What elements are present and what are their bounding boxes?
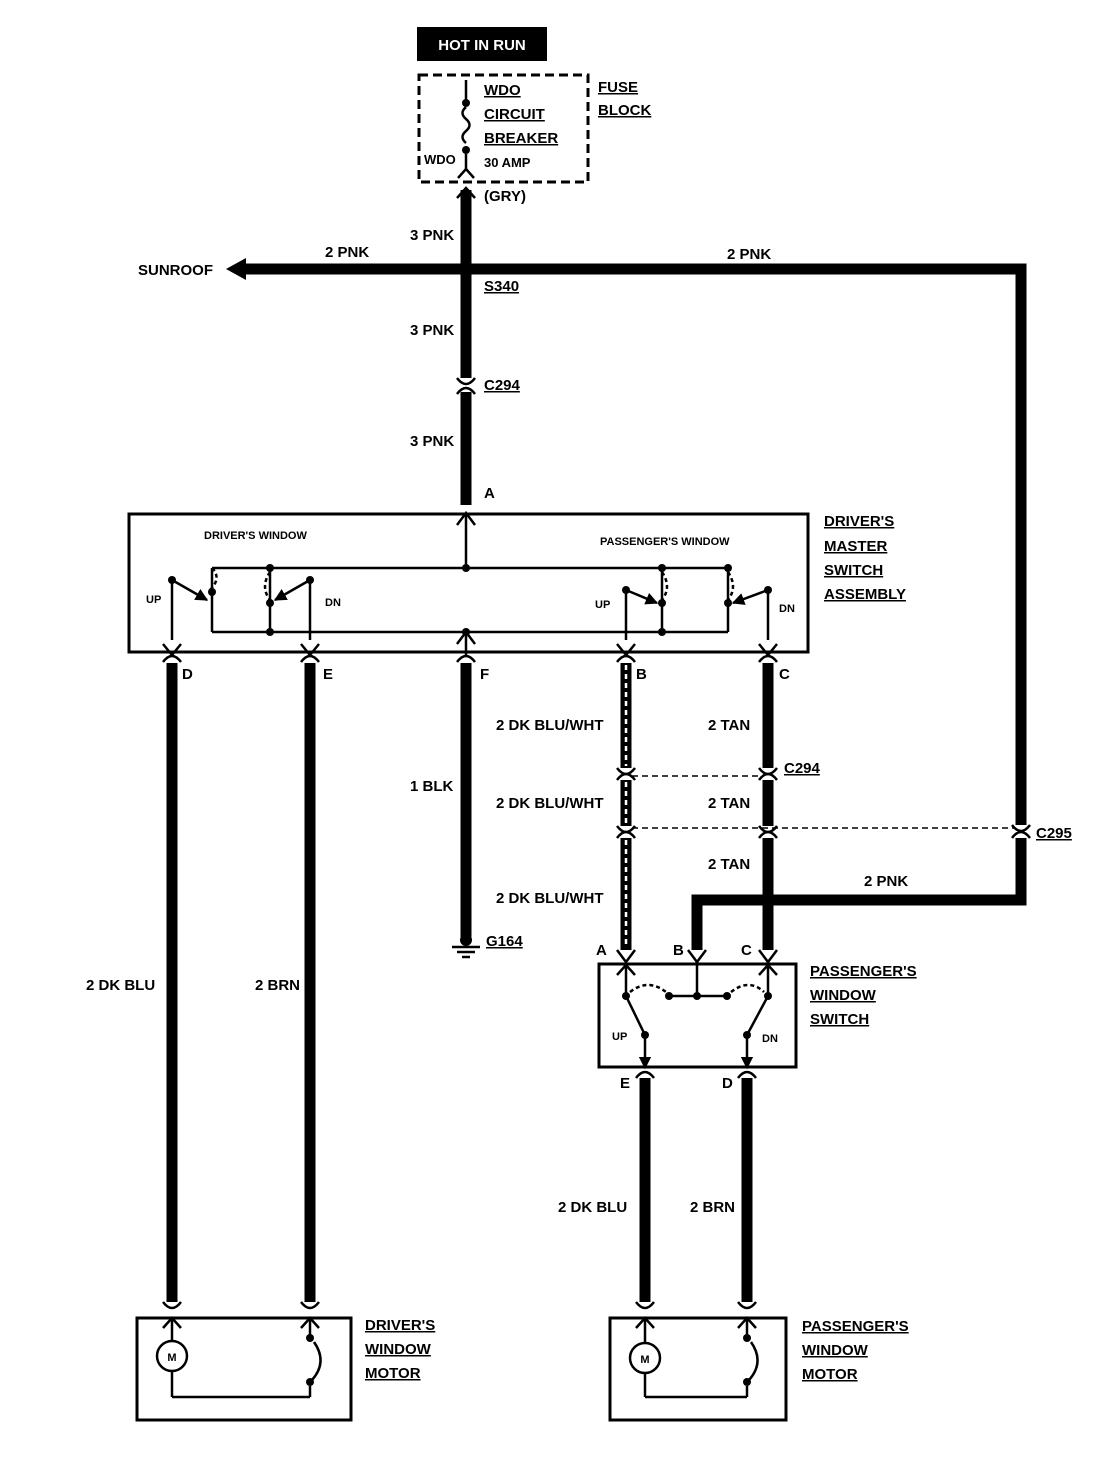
up-label-2: UP [595,599,610,611]
c295-label: C295 [1036,825,1072,842]
wire-label-3pnk-3: 3 PNK [410,433,454,450]
pnk-passenger-wire [691,838,1027,950]
breaker-label: BREAKER [484,130,558,147]
block-label: BLOCK [598,102,651,119]
dmotor-label-2: WINDOW [365,1341,432,1358]
pswitch-dn-label: DN [762,1033,778,1045]
fuse-label: FUSE [598,79,638,96]
pswitch-up-label: UP [612,1031,627,1043]
passenger-motor-m: M [640,1354,649,1366]
sunroof-label: SUNROOF [138,262,213,279]
master-switch-box [127,512,810,654]
pin-c-pswitch: C [741,942,752,959]
driver-motor-m: M [167,1352,176,1364]
wire-label-2brn-pass: 2 BRN [690,1199,735,1216]
wire-label-dkbluwht-1: 2 DK BLU/WHT [496,717,604,734]
g164-label: G164 [486,933,523,950]
passenger-switch-icon [616,962,778,1070]
pswitch-label-3: SWITCH [810,1011,869,1028]
drivers-window-switch-icon [168,564,314,640]
driver-motor-box [135,1316,353,1422]
passengers-window-label: PASSENGER'S WINDOW [600,536,730,548]
hot-in-run-label: HOT IN RUN [438,37,526,54]
master-label-3: SWITCH [824,562,883,579]
pin-c-master: C [779,666,790,683]
s340-label: S340 [484,278,519,295]
wdo-terminal-label: WDO [424,152,456,167]
pin-f-master: F [480,666,489,683]
ground-icon [452,945,480,959]
wire-label-2pnk-lower: 2 PNK [864,873,908,890]
wire-label-2dkblu-driver: 2 DK BLU [86,977,155,994]
pin-d-master: D [182,666,193,683]
passenger-motor-icon [628,1316,759,1399]
c294-label-lower: C294 [784,760,821,777]
wire-label-3pnk-1: 3 PNK [410,227,454,244]
wire-label-2pnk-top: 2 PNK [727,246,771,263]
dmotor-label-3: MOTOR [365,1365,421,1382]
pmotor-label-1: PASSENGER'S [802,1318,909,1335]
pswitch-label-1: PASSENGER'S [810,963,917,980]
up-label-1: UP [146,594,161,606]
pin-a-master: A [484,485,495,502]
pin-e-master: E [323,666,333,683]
pmotor-label-3: MOTOR [802,1366,858,1383]
splice-s340 [458,261,474,277]
pin-a-pswitch: A [596,942,607,959]
dn-label-1: DN [325,597,341,609]
gry-label: (GRY) [484,188,526,205]
wire-label-2dkblu-pass: 2 DK BLU [558,1199,627,1216]
wire-label-tan-2: 2 TAN [708,795,750,812]
wire-label-dkbluwht-3: 2 DK BLU/WHT [496,890,604,907]
wire-label-1blk: 1 BLK [410,778,454,795]
pin-b-master: B [636,666,647,683]
master-label-1: DRIVER'S [824,513,894,530]
master-label-2: MASTER [824,538,888,555]
wire-label-tan-3: 2 TAN [708,856,750,873]
pmotor-label-2: WINDOW [802,1342,869,1359]
driver-motor-icon [155,1316,322,1399]
wire-label-dkbluwht-2: 2 DK BLU/WHT [496,795,604,812]
wire-label-tan-1: 2 TAN [708,717,750,734]
wire-label-2brn-driver: 2 BRN [255,977,300,994]
c294-label-top: C294 [484,377,521,394]
hot-in-run-box [417,27,547,61]
sunroof-arrow-icon [226,258,246,280]
passenger-motor-box [608,1316,788,1422]
wire-label-3pnk-2: 3 PNK [410,322,454,339]
circuit-breaker-icon [457,80,475,179]
passengers-window-switch-icon [622,564,772,640]
pin-d-pswitch: D [722,1075,733,1092]
master-label-4: ASSEMBLY [824,586,906,603]
circuit-label: CIRCUIT [484,106,545,123]
pin-b-pswitch: B [673,942,684,959]
fuse-block-box [417,73,590,184]
pin-e-pswitch: E [620,1075,630,1092]
pnk-right-wire [466,263,1027,825]
dn-label-2: DN [779,603,795,615]
drivers-window-label: DRIVER'S WINDOW [204,530,307,542]
amp-label: 30 AMP [484,155,531,170]
pswitch-label-2: WINDOW [810,987,877,1004]
wdo-label: WDO [484,82,521,99]
wire-label-2pnk-left: 2 PNK [325,244,369,261]
dmotor-label-1: DRIVER'S [365,1317,435,1334]
